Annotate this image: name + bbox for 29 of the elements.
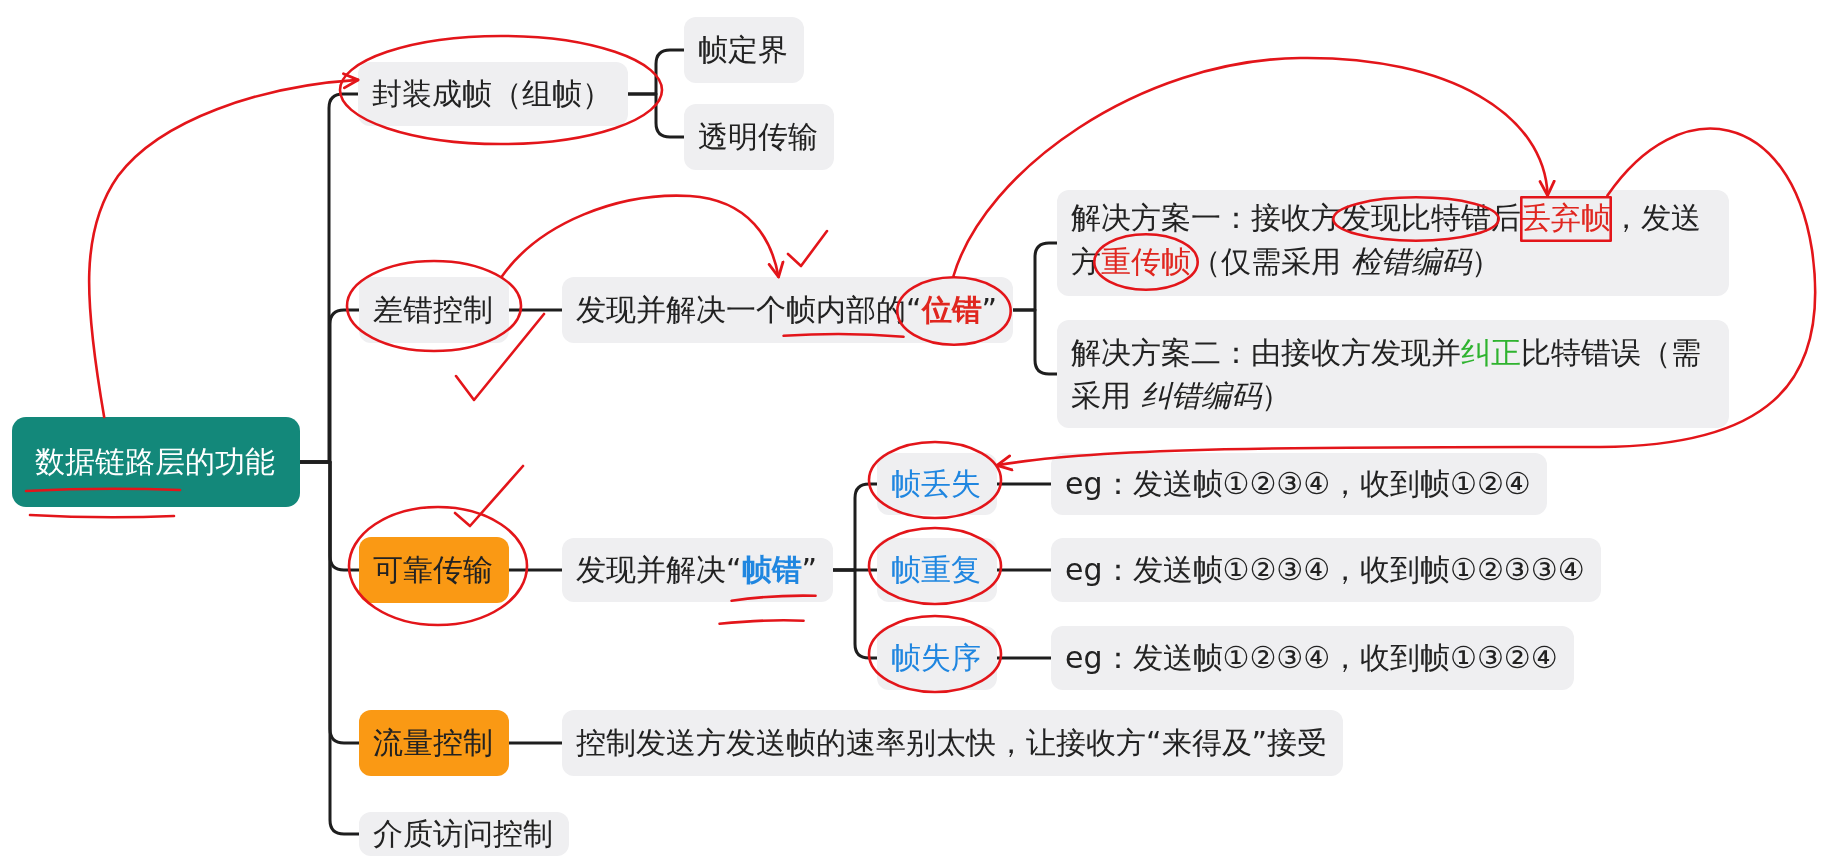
subtopic-box: 发现并解决“帧错” [562,538,834,602]
topic-box: 差错控制 [359,277,509,343]
connector-line [626,92,686,139]
connector-line [507,568,564,572]
topic-box: 介质访问控制 [359,812,569,856]
subtopic-box: 解决方案二：由接收方发现并纠正比特错误（需采用 纠错编码） [1057,320,1729,428]
subtopic-box: 帧重复 [877,538,997,602]
connector-line [507,308,564,312]
subtopic-box: 控制发送方发送帧的速率别太快，让接收方“来得及”接受 [562,710,1344,776]
central-topic-box: 数据链路层的功能 [12,417,300,507]
subtopic-box: 帧失序 [877,626,997,690]
topic-box: 可靠传输 [359,537,509,603]
subtopic-box: eg：发送帧①②③④，收到帧①③②④ [1051,626,1574,690]
connector-line [995,482,1053,486]
connector-line [995,656,1053,660]
connector-line [995,568,1053,572]
arrow [500,194,784,279]
arrow [87,72,360,419]
subtopic-box: 帧丢失 [877,453,997,515]
subtopic-box: 透明传输 [684,104,834,170]
arrow [995,127,1817,472]
connector-line [298,460,361,836]
subtopic-box: eg：发送帧①②③④，收到帧①②③③④ [1051,538,1601,602]
topic-box: 封装成帧（组帧） [358,62,628,126]
subtopic-box: eg：发送帧①②③④，收到帧①②④ [1051,453,1547,515]
subtopic-box: 帧定界 [684,17,804,83]
connector-line [507,741,564,745]
topic-box: 流量控制 [359,710,509,776]
arrow [952,56,1555,278]
